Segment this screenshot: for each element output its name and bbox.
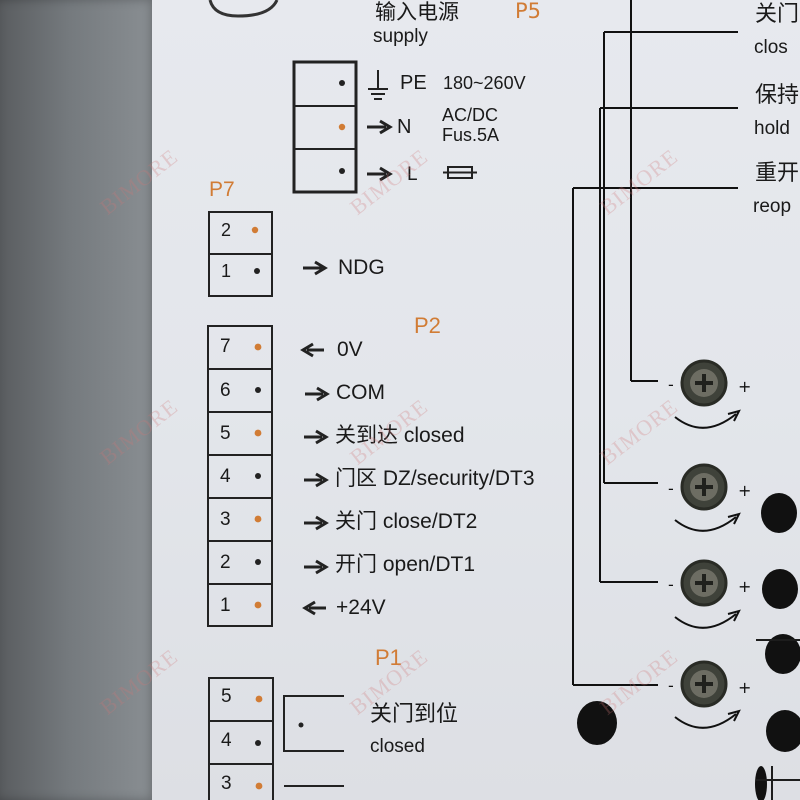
p2-label-closed: 关到达 closed <box>335 424 465 447</box>
fuse-icon <box>443 166 477 179</box>
right-hold-label-en: hold <box>754 118 790 139</box>
right-black-components <box>577 493 800 800</box>
0v-arrow-icon <box>300 342 324 358</box>
p1-pin-4: 4 <box>221 730 232 751</box>
n-arrow-icon <box>367 119 393 135</box>
close-arrow-icon <box>304 515 329 531</box>
supply-terminal-box <box>292 60 358 194</box>
p1-pin-3: 3 <box>221 773 232 794</box>
24v-arrow-icon <box>302 600 326 616</box>
ac-dc-label: AC/DC <box>442 105 499 125</box>
closed-arrow-icon <box>304 429 329 445</box>
p2-label-close: 关门 close/DT2 <box>335 510 478 533</box>
n-dot <box>338 123 346 131</box>
p2-pin-6: 6 <box>220 380 231 401</box>
top-terminal-icon <box>208 0 279 18</box>
svg-text:-: - <box>668 676 674 695</box>
voltage-label: 180~260V <box>443 73 526 93</box>
svg-text:-: - <box>668 575 674 594</box>
device-side-edge <box>0 0 155 800</box>
p7-code: P7 <box>209 178 235 201</box>
power-title-en: supply <box>373 26 428 47</box>
l-dot <box>339 168 345 174</box>
potentiometer-1: - + <box>668 359 751 429</box>
p2-pin-1: 1 <box>220 595 231 616</box>
p1-code: P1 <box>375 645 402 670</box>
p2-code: P2 <box>414 313 441 338</box>
pe-label: PE <box>400 72 427 94</box>
p2-label-24v: +24V <box>336 596 386 619</box>
ndg-arrow-icon <box>303 260 328 276</box>
power-code: P5 <box>515 0 542 23</box>
p7-pin-1: 1 <box>221 261 232 281</box>
svg-text:+: + <box>738 377 751 396</box>
p2-pin-2: 2 <box>220 552 231 573</box>
p2-pin-4: 4 <box>220 466 231 487</box>
potentiometer-2: - + <box>668 463 751 532</box>
svg-text:+: + <box>738 678 751 697</box>
p2-label-open: 开门 open/DT1 <box>335 553 476 576</box>
p1-label-cn: 关门到位 <box>370 702 459 727</box>
p2-terminal-table <box>207 325 273 627</box>
p1-pin-5: 5 <box>221 686 232 707</box>
power-title-cn: 输入电源 <box>375 0 459 24</box>
svg-text:+: + <box>738 577 751 596</box>
dz-arrow-icon <box>304 472 329 488</box>
right-top-label-cn: 关门 <box>755 2 800 27</box>
p2-pin-5: 5 <box>220 423 231 444</box>
p2-label-0v: 0V <box>337 338 363 361</box>
right-reopen-label-en: reop <box>753 196 792 217</box>
l-arrow-icon <box>367 166 393 182</box>
ground-icon <box>368 70 388 100</box>
p1-closed-switch-box <box>283 695 344 752</box>
svg-text:+: + <box>738 481 751 500</box>
ndg-label: NDG <box>338 256 385 279</box>
pe-dot <box>339 80 345 86</box>
potentiometer-4: - + <box>668 660 751 729</box>
svg-text:-: - <box>668 375 674 394</box>
fuse-label: Fus.5A <box>442 125 500 145</box>
potentiometer-3: - + <box>668 559 751 629</box>
p1-terminal-table <box>208 677 274 800</box>
right-wiring <box>572 0 738 686</box>
com-arrow-icon <box>305 386 330 402</box>
right-top-label-en: clos <box>754 37 788 58</box>
n-label: N <box>397 116 412 138</box>
svg-text:-: - <box>668 479 674 498</box>
p2-pin-7: 7 <box>220 336 231 357</box>
p2-label-dz: 门区 DZ/security/DT3 <box>335 467 535 490</box>
right-lower-frame <box>756 639 800 800</box>
open-arrow-icon <box>304 559 329 575</box>
right-reopen-label-cn: 重开 <box>755 161 800 186</box>
p7-terminal-table <box>208 211 273 297</box>
p2-pin-3: 3 <box>220 509 231 530</box>
p2-label-com: COM <box>336 381 385 404</box>
p7-pin-2: 2 <box>221 220 232 240</box>
right-hold-label-cn: 保持 <box>755 83 800 108</box>
p1-label-en: closed <box>370 736 425 757</box>
l-label: L <box>407 164 418 185</box>
